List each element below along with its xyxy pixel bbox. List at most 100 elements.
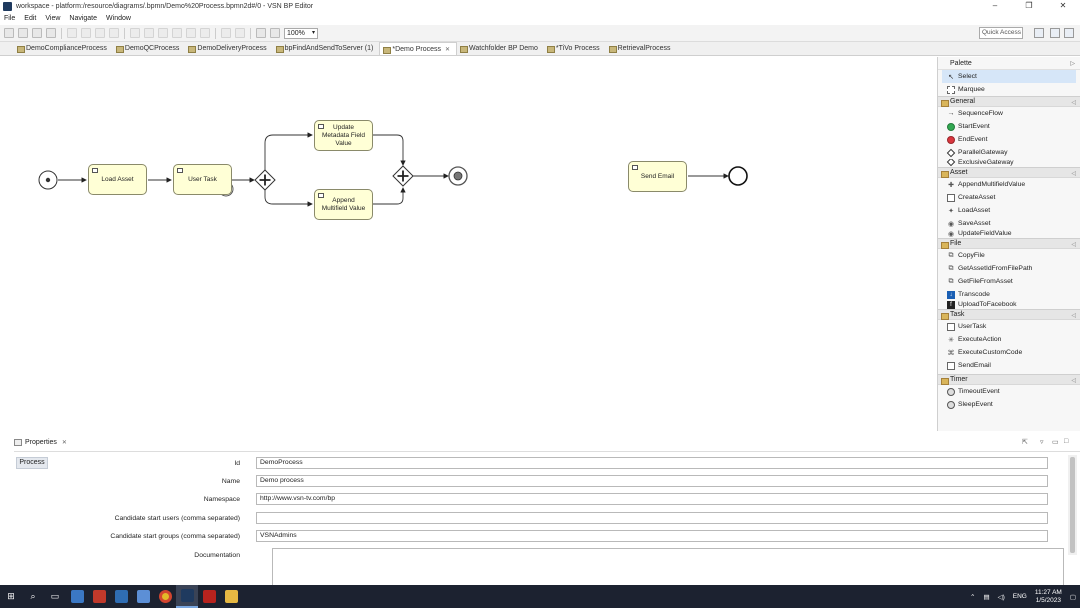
eclipse-app-icon[interactable] [176,585,198,608]
palette-item-getassetidfromfilepath[interactable]: ⧉GetAssetIdFromFilePath [938,262,1080,275]
tray-chevron-icon[interactable]: ⌃ [969,593,976,601]
task-load-asset[interactable]: Load Asset [88,164,147,195]
palette-item-sleepevent[interactable]: SleepEvent [938,398,1080,411]
close-tab-icon[interactable]: ✕ [445,47,451,53]
task-view-icon[interactable]: ▭ [50,591,60,601]
save-icon[interactable] [18,28,28,38]
properties-scrollbar[interactable] [1068,455,1077,555]
notifications-icon[interactable]: ▢ [1069,593,1076,601]
paste-icon[interactable] [95,28,105,38]
palette-collapse-icon[interactable]: ▷ [1070,61,1075,67]
tab-bpfindandsendtoserver[interactable]: bpFindAndSendToServer (1) [273,42,380,55]
palette-item-endevent[interactable]: EndEvent [938,133,1080,146]
diagram-canvas[interactable]: Load Asset User Task Update Metadata Fie… [14,57,935,431]
tab-tivo-process[interactable]: *TiVo Process [544,42,606,55]
new-icon[interactable] [4,28,14,38]
align-center-icon[interactable] [144,28,154,38]
restore-button[interactable]: ❐ [1025,1,1033,10]
java-perspective-icon[interactable] [1050,28,1060,38]
align-bottom-icon[interactable] [200,28,210,38]
tab-retrievalprocess[interactable]: RetrievalProcess [606,42,677,55]
zoom-in-icon[interactable] [256,28,266,38]
zoom-select[interactable]: 100% [284,27,318,39]
candidate-groups-field[interactable]: VSNAdmins [256,530,1048,542]
taskbar-app-icon[interactable] [132,585,154,608]
palette-item-startevent[interactable]: StartEvent [938,120,1080,133]
align-top-icon[interactable] [172,28,182,38]
align-left-icon[interactable] [130,28,140,38]
palette-section-task[interactable]: Task◁ [938,309,1080,320]
menu-file[interactable]: File [4,15,16,22]
task-append-multifield[interactable]: Append Multifield Value [314,189,373,220]
taskbar-app-icon[interactable] [88,585,110,608]
palette-tool-select[interactable]: ↖Select [942,70,1076,83]
palette-item-timeoutevent[interactable]: TimeoutEvent [938,385,1080,398]
documentation-textarea[interactable] [272,548,1064,586]
bp-perspective-icon[interactable] [1064,28,1074,38]
tab-process[interactable]: Process [16,457,48,469]
save-all-icon[interactable] [32,28,42,38]
menu-window[interactable]: Window [106,15,131,22]
menu-view[interactable]: View [45,15,61,22]
palette-section-general[interactable]: General◁ [938,96,1080,107]
tab-demoqcprocess[interactable]: DemoQCProcess [113,42,185,55]
properties-title[interactable]: Properties [25,438,57,446]
palette-item-usertask[interactable]: UserTask [938,320,1080,333]
menu-edit[interactable]: Edit [24,15,37,22]
zoom-out-icon[interactable] [270,28,280,38]
close-properties-icon[interactable]: ✕ [61,439,67,446]
palette-item-loadasset[interactable]: ✦LoadAsset [938,204,1080,217]
palette-tool-marquee[interactable]: Marquee [938,83,1080,96]
view-menu-icon[interactable]: ▿ [1040,439,1044,446]
minimize-view-icon[interactable]: ▭ [1052,439,1059,446]
clock[interactable]: 11:27 AM 1/5/2023 [1035,589,1062,605]
palette-item-executecustomcode[interactable]: ⌘ExecuteCustomCode [938,346,1080,359]
cut-icon[interactable] [67,28,77,38]
palette-section-timer[interactable]: Timer◁ [938,374,1080,385]
palette-item-createasset[interactable]: CreateAsset [938,191,1080,204]
palette-item-saveasset[interactable]: ◉SaveAsset [938,217,1080,230]
task-user-task[interactable]: User Task [173,164,232,195]
name-field[interactable]: Demo process [256,475,1048,487]
palette-item-getfilefromasset[interactable]: ⧉GetFileFromAsset [938,275,1080,288]
taskbar-app-icon[interactable] [110,585,132,608]
print-icon[interactable] [46,28,56,38]
id-field[interactable]: DemoProcess [256,457,1048,469]
task-send-email[interactable]: Send Email [628,161,687,192]
network-icon[interactable]: ▤ [983,593,990,601]
match-height-icon[interactable] [235,28,245,38]
match-width-icon[interactable] [221,28,231,38]
menu-navigate[interactable]: Navigate [69,15,98,22]
quick-access-input[interactable]: Quick Access [979,27,1023,39]
open-perspective-icon[interactable] [1034,28,1044,38]
delete-icon[interactable] [109,28,119,38]
file-explorer-icon[interactable] [220,585,242,608]
palette-item-appendmultifieldvalue[interactable]: ✚AppendMultifieldValue [938,178,1080,191]
palette-item-parallelgateway[interactable]: ParallelGateway [938,146,1080,159]
filezilla-icon[interactable] [198,585,220,608]
tab-watchfolder-bp-demo[interactable]: Watchfolder BP Demo [457,42,544,55]
palette-item-sequenceflow[interactable]: →SequenceFlow [938,107,1080,120]
palette-item-executeaction[interactable]: ✳ExecuteAction [938,333,1080,346]
language-indicator[interactable]: ENG [1012,593,1027,600]
scrollbar-thumb[interactable] [1070,457,1075,553]
palette-section-file[interactable]: File◁ [938,238,1080,249]
palette-item-transcode[interactable]: ↓Transcode [938,288,1080,301]
task-update-metadata[interactable]: Update Metadata Field Value [314,120,373,151]
windows-start-icon[interactable]: ⊞ [7,591,15,601]
palette-item-sendemail[interactable]: SendEmail [938,359,1080,372]
maximize-view-icon[interactable]: □ [1064,438,1069,445]
palette-section-asset[interactable]: Asset◁ [938,167,1080,178]
minimize-button[interactable]: – [992,1,998,10]
taskbar-app-icon[interactable] [66,585,88,608]
chrome-icon[interactable] [154,585,176,608]
volume-icon[interactable]: ◁) [997,593,1005,601]
palette-item-exclusivegateway[interactable]: ExclusiveGateway [938,159,1080,167]
pin-icon[interactable]: ⇱ [1022,439,1028,446]
tab-democomplianceprocess[interactable]: DemoComplianceProcess [14,42,113,55]
align-middle-icon[interactable] [186,28,196,38]
align-right-icon[interactable] [158,28,168,38]
candidate-users-field[interactable] [256,512,1048,524]
palette-item-copyfile[interactable]: ⧉CopyFile [938,249,1080,262]
